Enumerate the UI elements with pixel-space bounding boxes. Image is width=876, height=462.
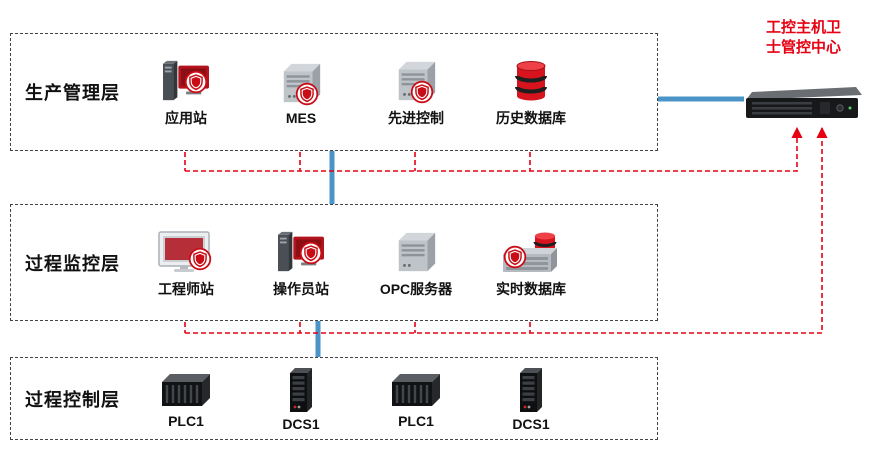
plc-icon (154, 369, 218, 411)
node-opc-server: OPC服务器 (366, 227, 466, 299)
node-label: 应用站 (165, 110, 207, 126)
node-plc1-b: PLC1 (366, 369, 466, 429)
node-label: 先进控制 (388, 110, 444, 126)
layer-title: 过程监控层 (25, 253, 120, 274)
layer-items: PLC1 DCS1 PLC1 DCS1 (136, 358, 581, 439)
workstation-shield-icon (154, 56, 218, 106)
node-label: DCS1 (512, 415, 550, 432)
node-label: DCS1 (282, 415, 320, 432)
guard-center-title-line1: 工控主机卫 (766, 19, 842, 36)
node-plc1-a: PLC1 (136, 369, 236, 429)
node-label: 操作员站 (273, 280, 329, 297)
shield-icon (503, 245, 527, 269)
server-shield-icon (384, 56, 448, 106)
node-mes: MES (251, 58, 351, 126)
layer-production-management: 生产管理层 应用站 MES 先进 (10, 33, 658, 151)
layer-process-control: 过程控制层 PLC1 DCS1 PLC1 (10, 357, 658, 440)
layer-items: 应用站 MES 先进控制 历史数据库 (136, 34, 581, 150)
layer-process-monitoring: 过程监控层 工程师站 操作员站 OPC服务器 (10, 204, 658, 321)
layer-title: 过程控制层 (25, 389, 120, 410)
dcs-rack-icon (499, 366, 563, 414)
shield-icon (410, 80, 434, 104)
server-icon (384, 227, 448, 277)
node-label: PLC1 (168, 412, 204, 429)
guard-stubs-monitoring-layer (184, 322, 531, 333)
dcs-rack-icon (269, 366, 333, 414)
monitor-shield-icon (154, 227, 218, 277)
shield-icon (299, 241, 323, 265)
guard-center-title: 工控主机卫 士管控中心 (766, 18, 866, 59)
node-label: 历史数据库 (496, 110, 566, 126)
node-label: 工程师站 (158, 280, 214, 297)
node-dcs1-a: DCS1 (251, 366, 351, 432)
server-database-shield-icon (499, 227, 563, 277)
layer-title: 生产管理层 (25, 83, 120, 103)
node-realtime-database: 实时数据库 (481, 227, 581, 299)
layer-items: 工程师站 操作员站 OPC服务器 实时数据库 (136, 205, 581, 320)
node-advanced-control: 先进控制 (366, 56, 466, 128)
database-icon (499, 56, 563, 106)
guard-stubs-production-layer (184, 152, 531, 171)
node-label: OPC服务器 (379, 280, 453, 297)
workstation-shield-icon (269, 227, 333, 277)
node-app-station: 应用站 (136, 56, 236, 128)
server-shield-icon (269, 58, 333, 108)
shield-icon (184, 70, 208, 94)
node-label: PLC1 (398, 412, 434, 429)
shield-icon (188, 247, 212, 271)
node-history-database: 历史数据库 (481, 56, 581, 128)
plc-icon (384, 369, 448, 411)
node-label: MES (285, 110, 317, 126)
guard-center-title-line2: 士管控中心 (766, 39, 842, 57)
node-engineer-station: 工程师站 (136, 227, 236, 299)
node-label: 实时数据库 (496, 280, 566, 297)
node-operator-station: 操作员站 (251, 227, 351, 299)
node-dcs1-b: DCS1 (481, 366, 581, 432)
shield-icon (295, 82, 319, 106)
node-guard-server (742, 84, 862, 124)
rack-server-icon (742, 84, 862, 124)
